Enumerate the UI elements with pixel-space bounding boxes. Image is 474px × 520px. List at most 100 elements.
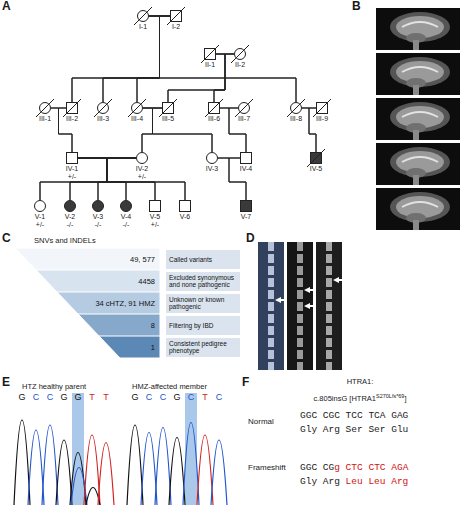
pedigree-shape xyxy=(310,152,322,164)
pedigree-line xyxy=(103,16,160,102)
panel-letter: E xyxy=(2,376,10,389)
pedigree-line xyxy=(51,108,72,152)
individual-id: II-1 xyxy=(205,61,215,69)
individual-id: V-3 xyxy=(93,213,104,221)
individual-id: IV-2 xyxy=(136,165,148,173)
pedigree-line xyxy=(51,108,66,109)
white-arrow xyxy=(304,287,316,293)
base-letter: G xyxy=(131,393,138,403)
white-arrow xyxy=(304,303,316,309)
pedigree-line xyxy=(142,108,153,152)
base-letter: C xyxy=(33,393,40,403)
pedigree-symbol: V-2-/- xyxy=(64,200,76,212)
genotype: -/- xyxy=(123,221,130,229)
pedigree-shape xyxy=(136,152,148,164)
gene-name: HTRA1: xyxy=(347,378,374,386)
funnel-shape xyxy=(15,314,160,336)
deceased-slash xyxy=(287,99,305,117)
deceased-slash xyxy=(313,99,331,117)
funnel-band-fill xyxy=(15,248,160,270)
dna-sequence: GGC CGC TCC TCA GAG xyxy=(300,411,408,421)
individual-id: I-1 xyxy=(139,23,147,31)
pedigree-symbol: III-7 xyxy=(238,102,250,114)
individual-id: V-1 xyxy=(35,213,46,221)
pedigree-line xyxy=(143,108,162,109)
filter-step-box: Excluded synonymous and none pathogenic xyxy=(166,272,240,291)
base-letter: T xyxy=(89,393,95,403)
highlight-column xyxy=(72,393,84,505)
variant-count: 8 xyxy=(151,321,160,330)
pedigree-shape xyxy=(120,200,132,212)
variant-name: ] xyxy=(404,395,406,403)
pedigree-line xyxy=(70,158,136,200)
pedigree-symbol: III-9 xyxy=(316,102,328,114)
filter-step-text: Unknown or known pathogenic xyxy=(169,296,237,310)
panel-letter: F xyxy=(242,376,249,389)
panel-letter: C xyxy=(2,232,11,245)
individual-id: III-6 xyxy=(208,115,220,123)
trace-peak xyxy=(42,425,58,505)
pedigree-symbol: IV-3 xyxy=(206,152,218,164)
base-letter: G xyxy=(18,393,25,403)
funnel-band-fill xyxy=(78,314,160,336)
male-symbol xyxy=(67,153,78,164)
pedigree-symbol: I-2 xyxy=(170,10,182,22)
pedigree-line xyxy=(72,16,160,102)
pedigree-line xyxy=(149,16,296,102)
male-symbol xyxy=(241,153,252,164)
base-letter: C xyxy=(188,393,195,403)
pedigree-symbol: III-5 xyxy=(162,102,174,114)
trace-peak xyxy=(98,443,114,506)
deceased-slash xyxy=(307,149,325,167)
funnel-band: 1 xyxy=(15,336,160,358)
trace-peak xyxy=(211,440,227,505)
white-arrow xyxy=(333,277,345,283)
deceased-slash xyxy=(128,99,146,117)
white-arrow xyxy=(275,297,287,303)
deceased-slash xyxy=(235,99,253,117)
pedigree-symbol: IV-1+/- xyxy=(66,152,78,164)
trace-peak xyxy=(183,423,199,506)
pedigree-line xyxy=(40,158,107,200)
pedigree-line xyxy=(78,158,136,159)
individual-id: V-5 xyxy=(150,213,161,221)
pedigree-shape xyxy=(238,102,250,114)
pedigree-line xyxy=(78,158,155,200)
pedigree-symbol: V-6 xyxy=(179,200,191,212)
individual-id: V-2 xyxy=(65,213,76,221)
pedigree-line xyxy=(302,108,316,109)
pedigree-shape xyxy=(137,10,149,22)
trace-peak xyxy=(14,420,30,505)
pedigree-shape xyxy=(204,48,216,60)
panel-letter: B xyxy=(352,0,361,13)
pedigree-symbol: V-7 xyxy=(240,200,252,212)
individual-id: IV-4 xyxy=(240,165,252,173)
brain-mri xyxy=(376,8,460,50)
pedigree-shape xyxy=(92,200,104,212)
mri-background xyxy=(258,242,284,370)
funnel-band-fill xyxy=(57,292,160,314)
text-row: Gly ArgLeu Leu Arg xyxy=(300,470,408,488)
female-symbol xyxy=(93,201,104,212)
female-symbol xyxy=(137,153,148,164)
pedigree-shape xyxy=(290,102,302,114)
pedigree-line xyxy=(137,16,160,102)
pedigree-symbol: III-8 xyxy=(290,102,302,114)
individual-id: II-2 xyxy=(235,61,245,69)
deceased-slash xyxy=(159,99,177,117)
panel-letter: A xyxy=(2,0,11,13)
base-letter: G xyxy=(74,393,81,403)
filter-step-text: Called variants xyxy=(169,256,212,263)
pedigree-line xyxy=(214,54,225,102)
trace-peak xyxy=(169,438,185,506)
base-letter: C xyxy=(216,393,223,403)
pedigree-line xyxy=(78,158,126,200)
genotype: +/- xyxy=(68,173,76,181)
trace-peak xyxy=(127,425,143,505)
individual-id: III-3 xyxy=(97,115,109,123)
individual-id: V-7 xyxy=(241,213,252,221)
deceased-slash xyxy=(36,99,54,117)
pedigree-line xyxy=(220,108,238,109)
pedigree-symbol: III-1 xyxy=(39,102,51,114)
pedigree-line xyxy=(168,54,234,102)
